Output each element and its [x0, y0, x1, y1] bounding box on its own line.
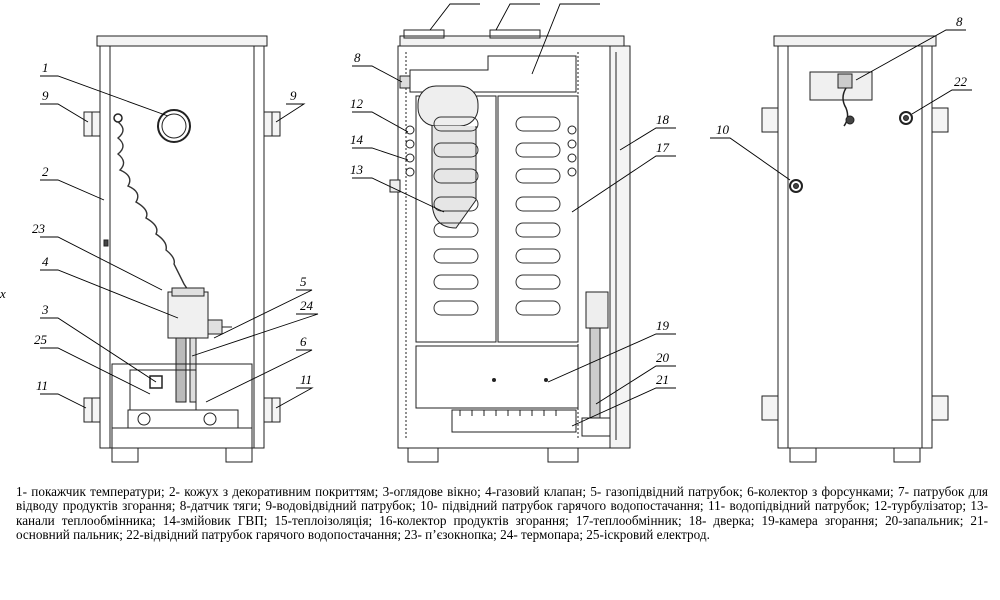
front-view	[83, 35, 281, 463]
callout-4: 4	[42, 254, 49, 269]
temperature-gauge-icon	[157, 109, 191, 143]
back-view	[761, 35, 949, 463]
callout-10: 10	[716, 122, 730, 137]
callout-13: 13	[350, 162, 364, 177]
callout-14: 14	[350, 132, 364, 147]
callout-21: 21	[656, 372, 669, 387]
callout-5: 5	[300, 274, 307, 289]
callout-18: 18	[656, 112, 670, 127]
parts-legend: 1- покажчик температури; 2- кожух з деко…	[16, 484, 988, 543]
callout-9-right: 9	[290, 88, 297, 103]
hot-water-outlet-icon	[899, 111, 913, 125]
callout-11-right: 11	[300, 372, 312, 387]
edge-mark: x	[0, 286, 6, 301]
callout-8-back: 8	[956, 14, 963, 29]
callout-11-left: 11	[36, 378, 48, 393]
callout-8-section: 8	[354, 50, 361, 65]
hot-water-inlet-icon	[789, 179, 803, 193]
callout-24: 24	[300, 298, 314, 313]
callout-9-left: 9	[42, 88, 49, 103]
callout-19: 19	[656, 318, 670, 333]
callout-25: 25	[34, 332, 48, 347]
callout-6: 6	[300, 334, 307, 349]
boiler-technical-drawing: 1 9 9 2 23 4 5 24 3 6 25 11 11 x	[0, 3, 972, 463]
section-view	[389, 29, 631, 463]
callout-23: 23	[32, 221, 46, 236]
callout-1: 1	[42, 60, 49, 75]
callout-17: 17	[656, 140, 670, 155]
callout-22: 22	[954, 74, 968, 89]
callout-12: 12	[350, 96, 364, 111]
callout-2: 2	[42, 164, 49, 179]
callout-3: 3	[41, 302, 49, 317]
callout-20: 20	[656, 350, 670, 365]
